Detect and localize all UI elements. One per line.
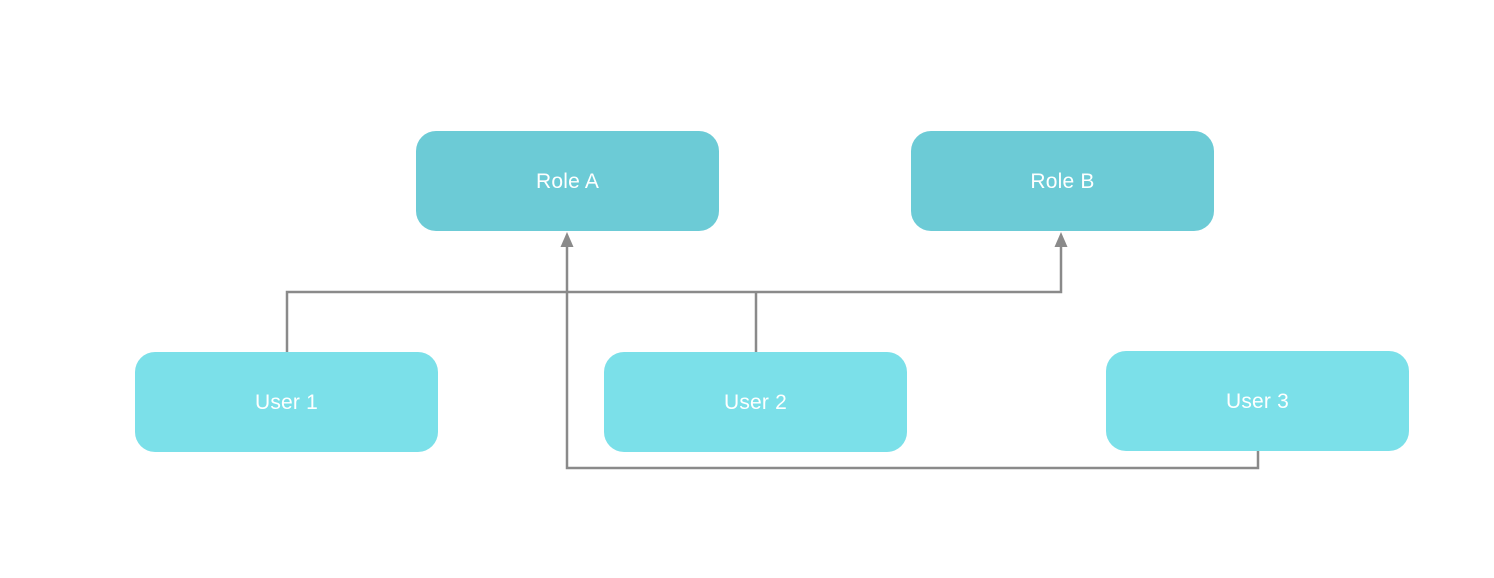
node-user-2: User 2 [604,352,907,452]
node-user-3-label: User 3 [1225,389,1290,413]
node-user-3: User 3 [1106,351,1409,451]
connector-user1-to-roleb [285,246,1063,352]
node-role-a-label: Role A [535,169,600,193]
node-user-2-label: User 2 [723,390,788,414]
node-role-b: Role B [911,131,1214,231]
connector-user3-to-rolea [565,246,1260,470]
node-role-a: Role A [416,131,719,231]
arrowhead-into-roleb-icon [1054,232,1068,247]
node-role-b-label: Role B [1030,169,1095,193]
node-user-1-label: User 1 [254,390,319,414]
arrowhead-into-rolea-icon [560,232,574,247]
node-user-1: User 1 [135,352,438,452]
